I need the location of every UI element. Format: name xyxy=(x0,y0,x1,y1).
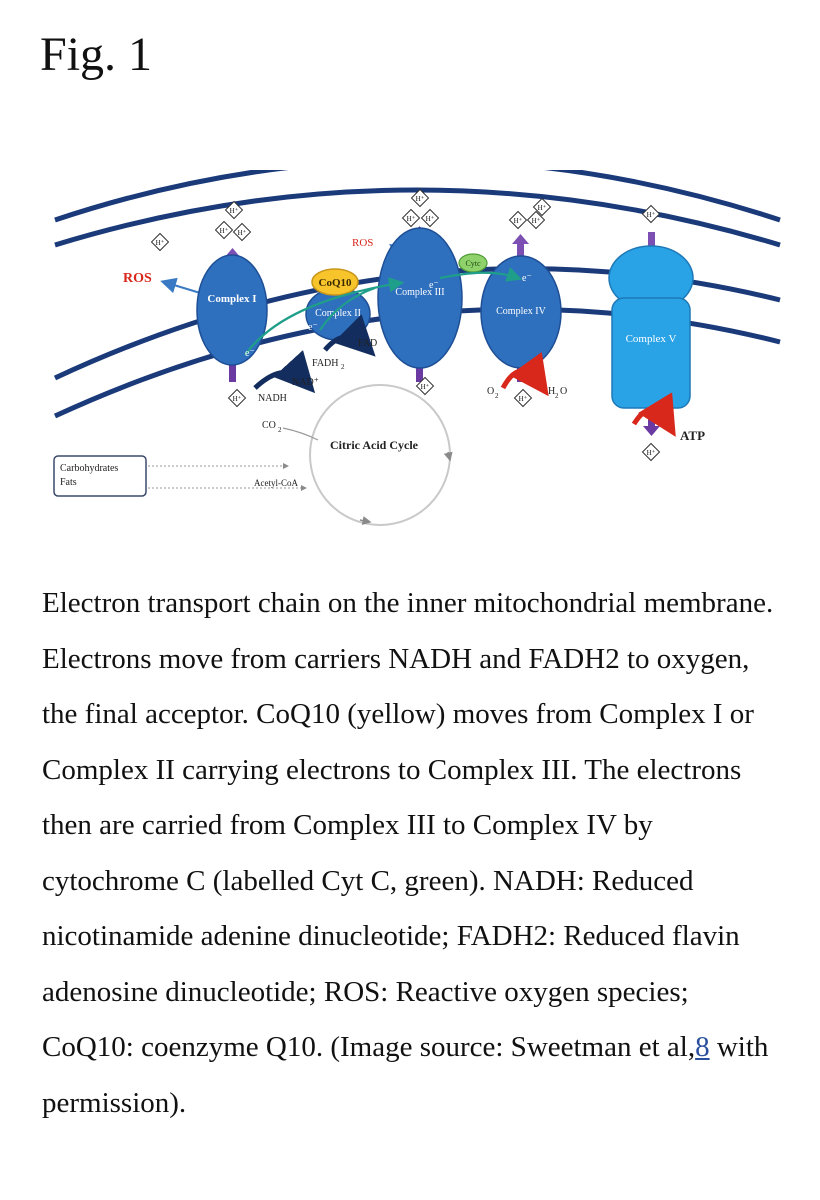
svg-text:H⁺: H⁺ xyxy=(233,395,242,403)
svg-text:H⁺: H⁺ xyxy=(532,217,541,225)
svg-text:e⁻: e⁻ xyxy=(308,322,318,333)
svg-text:H⁺: H⁺ xyxy=(538,204,547,212)
ros-label-complex-i: ROS xyxy=(123,271,152,286)
svg-text:FAD: FAD xyxy=(358,338,377,349)
proton-diamond: H⁺ xyxy=(214,220,234,240)
proton-diamond: H⁺ xyxy=(150,232,170,252)
electron-path xyxy=(244,267,523,356)
co2-line xyxy=(282,427,319,441)
proton-diamond: H⁺ xyxy=(410,188,430,208)
complex-iv: Complex IV xyxy=(480,234,562,382)
figure-caption: Electron transport chain on the inner mi… xyxy=(42,576,782,1131)
svg-text:O: O xyxy=(487,386,494,397)
svg-text:NAD⁺: NAD⁺ xyxy=(292,377,319,388)
svg-text:H⁺: H⁺ xyxy=(514,217,523,225)
small-labels: NADH NAD⁺ FADH 2 FAD O 2 H 2 O CO 2 Acet… xyxy=(254,338,567,488)
citric-acid-cycle-circle xyxy=(309,384,451,526)
svg-text:2: 2 xyxy=(341,363,345,371)
proton-diamond: H⁺ xyxy=(224,200,244,220)
carbohydrates-label: Carbohydrates xyxy=(60,463,118,474)
proton-markers: H⁺ H⁺ H⁺ H⁺ H⁺ H⁺ H⁺ H⁺ H⁺ H⁺ H⁺ H⁺ H⁺ H⁺ H⁺ xyxy=(150,188,661,462)
proton-diamond: H⁺ xyxy=(641,442,661,462)
svg-text:2: 2 xyxy=(495,392,499,400)
svg-text:H⁺: H⁺ xyxy=(407,215,416,223)
svg-text:H⁺: H⁺ xyxy=(647,449,656,457)
svg-text:H⁺: H⁺ xyxy=(156,239,165,247)
svg-text:2: 2 xyxy=(278,426,282,434)
svg-text:H⁺: H⁺ xyxy=(426,215,435,223)
svg-text:e⁻: e⁻ xyxy=(245,348,255,359)
svg-text:CoQ10: CoQ10 xyxy=(319,277,353,289)
citric-acid-cycle-label: Citric Acid Cycle xyxy=(330,438,419,452)
svg-text:H⁺: H⁺ xyxy=(238,229,247,237)
svg-text:e⁻: e⁻ xyxy=(522,273,532,284)
svg-text:2: 2 xyxy=(555,392,559,400)
svg-text:Complex I: Complex I xyxy=(207,293,256,305)
svg-text:Complex IV: Complex IV xyxy=(496,306,546,317)
nadh-arrow xyxy=(253,350,316,394)
cycle-arrow-1 xyxy=(443,451,453,462)
svg-text:H⁺: H⁺ xyxy=(416,195,425,203)
svg-text:Complex V: Complex V xyxy=(626,333,677,345)
reference-link[interactable]: 8 xyxy=(695,1031,710,1063)
fadh-arrow xyxy=(323,314,376,357)
atp-label: ATP xyxy=(680,428,705,443)
svg-text:NADH: NADH xyxy=(258,393,287,404)
electron-labels: e⁻ e⁻ e⁻ e⁻ xyxy=(245,273,532,359)
svg-text:H⁺: H⁺ xyxy=(519,395,528,403)
proton-diamond: H⁺ xyxy=(227,388,247,408)
proton-diamond: H⁺ xyxy=(508,210,528,230)
cytc-carrier: Cytc xyxy=(458,253,488,273)
complex-v: Complex V xyxy=(608,232,694,437)
proton-diamond: H⁺ xyxy=(415,376,435,396)
complex-i: Complex I xyxy=(196,248,268,382)
caption-suffix: with permission). xyxy=(42,1031,769,1119)
fats-label: Fats xyxy=(60,477,77,488)
proton-diamond: H⁺ xyxy=(401,208,421,228)
cycle-arrow-2 xyxy=(359,516,372,525)
caption-text: Electron transport chain on the inner mi… xyxy=(42,587,774,1063)
svg-text:H: H xyxy=(548,386,555,397)
svg-text:H⁺: H⁺ xyxy=(220,227,229,235)
proton-diamond: H⁺ xyxy=(641,204,661,224)
svg-text:H⁺: H⁺ xyxy=(230,207,239,215)
nutrients-box xyxy=(53,455,147,497)
figure-title: Fig. 1 xyxy=(40,28,153,81)
etc-diagram: Citric Acid Cycle ROS ROS Complex I Comp… xyxy=(40,170,790,540)
proton-diamond: H⁺ xyxy=(232,222,252,242)
proton-diamond: H⁺ xyxy=(532,197,552,217)
svg-text:FADH: FADH xyxy=(312,358,338,369)
oxygen-arrow xyxy=(500,352,549,397)
outer-membrane-1 xyxy=(54,170,781,223)
ros-label-complex-iii: ROS xyxy=(352,237,373,249)
coq10-carrier: CoQ10 xyxy=(311,268,359,296)
svg-text:Acetyl-CoA: Acetyl-CoA xyxy=(254,478,298,488)
proton-diamond: H⁺ xyxy=(513,388,533,408)
svg-text:H⁺: H⁺ xyxy=(421,383,430,391)
svg-text:O: O xyxy=(560,386,567,397)
proton-diamond: H⁺ xyxy=(526,210,546,230)
proton-diamond: H⁺ xyxy=(420,208,440,228)
svg-text:H⁺: H⁺ xyxy=(647,211,656,219)
svg-text:Complex II: Complex II xyxy=(315,308,361,319)
complex-iii: Complex III xyxy=(377,226,463,382)
svg-text:Cytc: Cytc xyxy=(465,259,481,268)
outer-membrane-2 xyxy=(54,187,781,248)
svg-text:CO: CO xyxy=(262,420,276,431)
svg-text:Complex III: Complex III xyxy=(395,287,444,298)
svg-text:e⁻: e⁻ xyxy=(429,280,439,291)
